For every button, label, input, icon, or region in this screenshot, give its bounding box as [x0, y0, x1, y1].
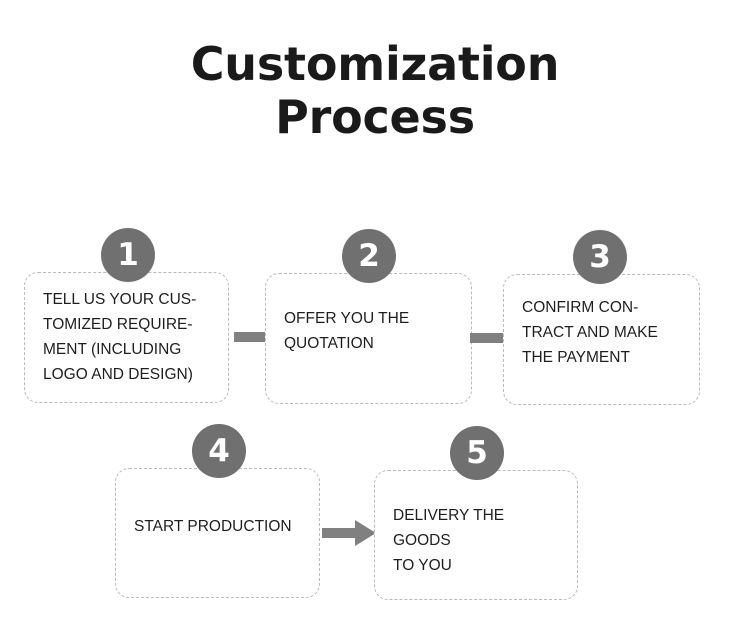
step-number-circle-2: 2: [342, 229, 396, 283]
step-number-circle-1: 1: [101, 228, 155, 282]
page-title-line-2: Process: [275, 90, 475, 144]
step-box-3[interactable]: CONFIRM CON- TRACT AND MAKE THE PAYMENT: [503, 274, 700, 405]
step-number-circle-5: 5: [450, 426, 504, 480]
page-title-line-1: Customization: [190, 37, 560, 91]
step-label-4: START PRODUCTION: [134, 518, 292, 535]
step-number-circle-4: 4: [192, 424, 246, 478]
step-label-5: DELIVERY THE GOODS TO YOU: [393, 507, 505, 574]
step-label-3: CONFIRM CON- TRACT AND MAKE THE PAYMENT: [522, 299, 658, 366]
step-label-1: TELL US YOUR CUS- TOMIZED REQUIRE- MENT …: [43, 291, 197, 383]
step-box-5[interactable]: DELIVERY THE GOODS TO YOU: [374, 470, 578, 600]
step-label-2: OFFER YOU THE QUOTATION: [284, 310, 410, 352]
step-box-1[interactable]: TELL US YOUR CUS- TOMIZED REQUIRE- MENT …: [24, 272, 229, 403]
step-box-4[interactable]: START PRODUCTION: [115, 468, 320, 598]
arrow-step4-to-step5: [322, 520, 376, 546]
page-title: Customization Process: [0, 38, 750, 144]
step-number-circle-3: 3: [573, 230, 627, 284]
step-box-2[interactable]: OFFER YOU THE QUOTATION: [265, 273, 472, 404]
